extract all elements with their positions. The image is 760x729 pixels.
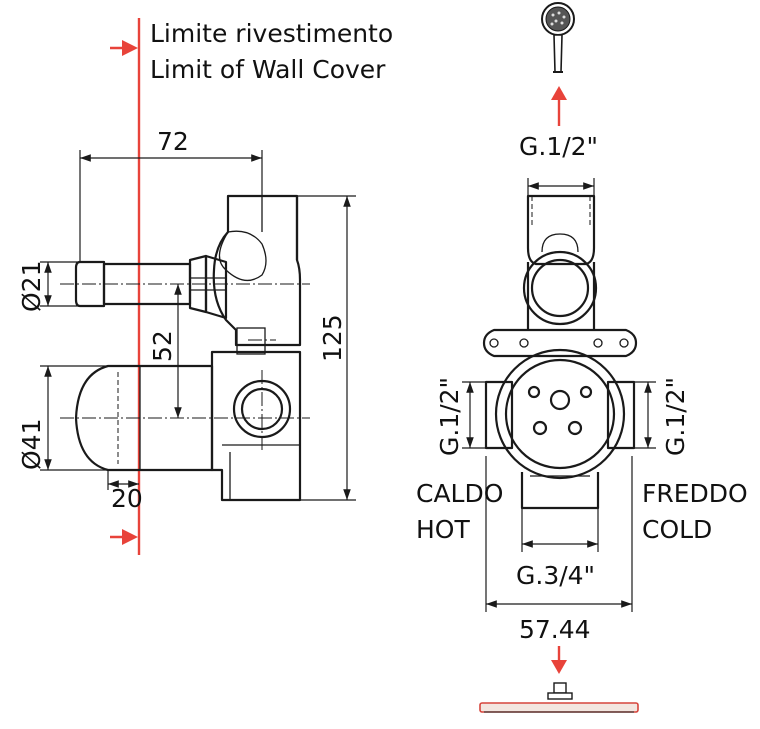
- front-view: [482, 194, 638, 510]
- front-top-outlet: [526, 194, 596, 266]
- dim-label-20: 20: [111, 484, 143, 513]
- dim-label-right-port: G.1/2": [661, 377, 690, 456]
- front-view-dimensions: [462, 178, 656, 612]
- dim-label-top-port: G.1/2": [519, 132, 598, 161]
- side-lower-body: [210, 350, 302, 502]
- front-upper-port-outer: [522, 250, 598, 326]
- wall-limit-arrow-top-icon: [122, 40, 138, 56]
- cold-label-it: FREDDO: [642, 479, 748, 508]
- wall-cover-limit: [110, 18, 141, 555]
- dim-label-bottom-port: G.3/4": [516, 561, 595, 590]
- hot-label-it: CALDO: [416, 479, 503, 508]
- dim-label-d41: Ø41: [17, 419, 46, 471]
- overhead-shower-icon: [479, 682, 639, 713]
- side-upper-body: [212, 194, 302, 347]
- front-bottom-outlet: [520, 472, 600, 510]
- dim-label-left-port: G.1/2": [435, 377, 464, 456]
- wall-limit-label-en: Limit of Wall Cover: [150, 55, 386, 84]
- front-cold-port: [606, 380, 636, 450]
- side-elbow: [218, 230, 267, 282]
- hot-label-en: HOT: [416, 515, 470, 544]
- wall-limit-label-it: Limite rivestimento: [150, 19, 393, 48]
- dim-label-72: 72: [157, 127, 189, 156]
- front-valve-housing-outer: [494, 348, 626, 480]
- dim-label-52: 52: [148, 330, 177, 362]
- dim-label-57-44: 57.44: [519, 615, 591, 644]
- front-hot-port: [484, 380, 514, 450]
- side-view: [60, 194, 310, 502]
- front-valve-hole-center: [549, 389, 571, 411]
- front-mounting-bar: [482, 328, 638, 358]
- side-view-dimensions: [40, 150, 356, 501]
- dim-label-125: 125: [318, 314, 347, 362]
- arrow-up-icon: [551, 86, 567, 126]
- wall-limit-arrow-bottom-icon: [122, 529, 138, 545]
- dim-label-d21: Ø21: [17, 261, 46, 313]
- cold-label-en: COLD: [642, 515, 712, 544]
- arrow-down-icon: [551, 646, 567, 674]
- hand-shower-icon: [541, 2, 575, 73]
- front-valve-housing-inner: [504, 358, 616, 470]
- front-upper-port-inner: [530, 258, 590, 318]
